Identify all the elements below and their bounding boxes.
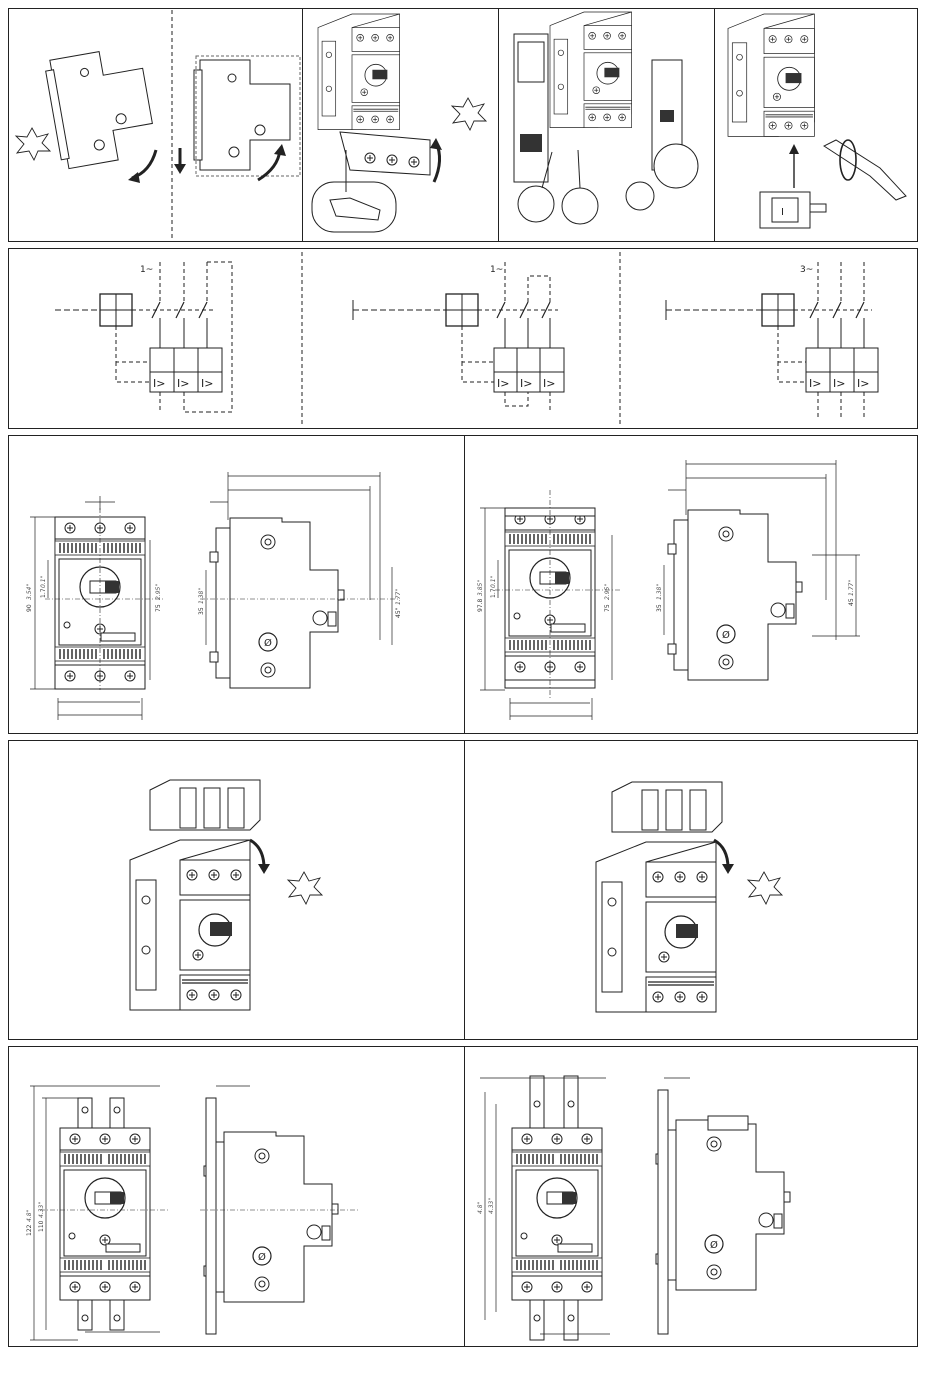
svg-text:I>: I>	[497, 377, 509, 390]
terminal-cover-install-right	[596, 782, 782, 1012]
side-view-large: 35 1.38" 45 1.77"	[656, 460, 860, 680]
svg-text:1.7: 1.7	[40, 588, 47, 598]
breaker-remove-illustration	[44, 45, 158, 170]
svg-text:0.1": 0.1"	[40, 575, 47, 588]
svg-text:35: 35	[198, 607, 205, 615]
svg-text:1.7: 1.7	[490, 588, 497, 598]
schematic-label: 3~	[800, 265, 813, 275]
svg-text:3.85": 3.85"	[477, 580, 484, 596]
svg-text:I>: I>	[833, 377, 845, 390]
svg-text:35: 35	[656, 604, 663, 612]
svg-text:4.33": 4.33"	[488, 1198, 495, 1214]
svg-text:I>: I>	[177, 377, 189, 390]
front-view-extended-left: 122 4.8" 110 4.33"	[26, 1086, 170, 1340]
svg-text:1.38": 1.38"	[198, 588, 205, 604]
svg-text:0.1": 0.1"	[490, 575, 497, 588]
svg-text:1.77": 1.77"	[395, 589, 402, 605]
svg-text:110: 110	[38, 1220, 45, 1232]
svg-text:I: I	[781, 207, 784, 218]
svg-text:75: 75	[155, 604, 162, 612]
schematic-1: 1~ I> I> I>	[55, 262, 232, 412]
svg-text:122: 122	[26, 1224, 33, 1236]
side-view-small: 35 1.38" 45" 1.77"	[198, 472, 402, 688]
svg-text:45: 45	[848, 598, 855, 606]
svg-text:1.77": 1.77"	[848, 580, 855, 596]
schematic-2: 1~ I> I> I>	[353, 262, 564, 412]
svg-text:I>: I>	[809, 377, 821, 390]
svg-text:75: 75	[604, 604, 611, 612]
svg-text:I>: I>	[201, 377, 213, 390]
svg-text:4.8": 4.8"	[477, 1201, 484, 1214]
svg-text:3.54": 3.54"	[26, 584, 33, 600]
schematic-3: 3~ I> I> I>	[666, 262, 878, 418]
svg-text:1.38": 1.38"	[656, 584, 663, 600]
front-view-small: 90 3.54" 1.7 0.1" 75 2.95"	[26, 496, 165, 720]
terminal-cover-install-left	[130, 780, 322, 1010]
svg-text:4.8": 4.8"	[26, 1209, 33, 1222]
svg-text:4.33": 4.33"	[38, 1202, 45, 1218]
svg-text:2.95": 2.95"	[155, 584, 162, 600]
svg-text:45": 45"	[395, 607, 402, 618]
schematic-label: 1~	[490, 265, 503, 275]
svg-text:I>: I>	[520, 377, 532, 390]
svg-text:2.95": 2.95"	[604, 584, 611, 600]
front-view-large: 97.8 3.85" 1.7 0.1" 75 2.95"	[477, 490, 620, 720]
svg-text:I>: I>	[153, 377, 165, 390]
svg-text:97.8: 97.8	[477, 598, 484, 612]
schematic-label: 1~	[140, 265, 153, 275]
side-view-extended-left	[200, 1086, 360, 1334]
svg-text:I>: I>	[857, 377, 869, 390]
front-view-extended-right: 4.8" 4.33"	[477, 1076, 610, 1340]
svg-text:I>: I>	[543, 377, 555, 390]
svg-text:90: 90	[26, 604, 33, 612]
side-view-extended-right	[656, 1078, 790, 1334]
